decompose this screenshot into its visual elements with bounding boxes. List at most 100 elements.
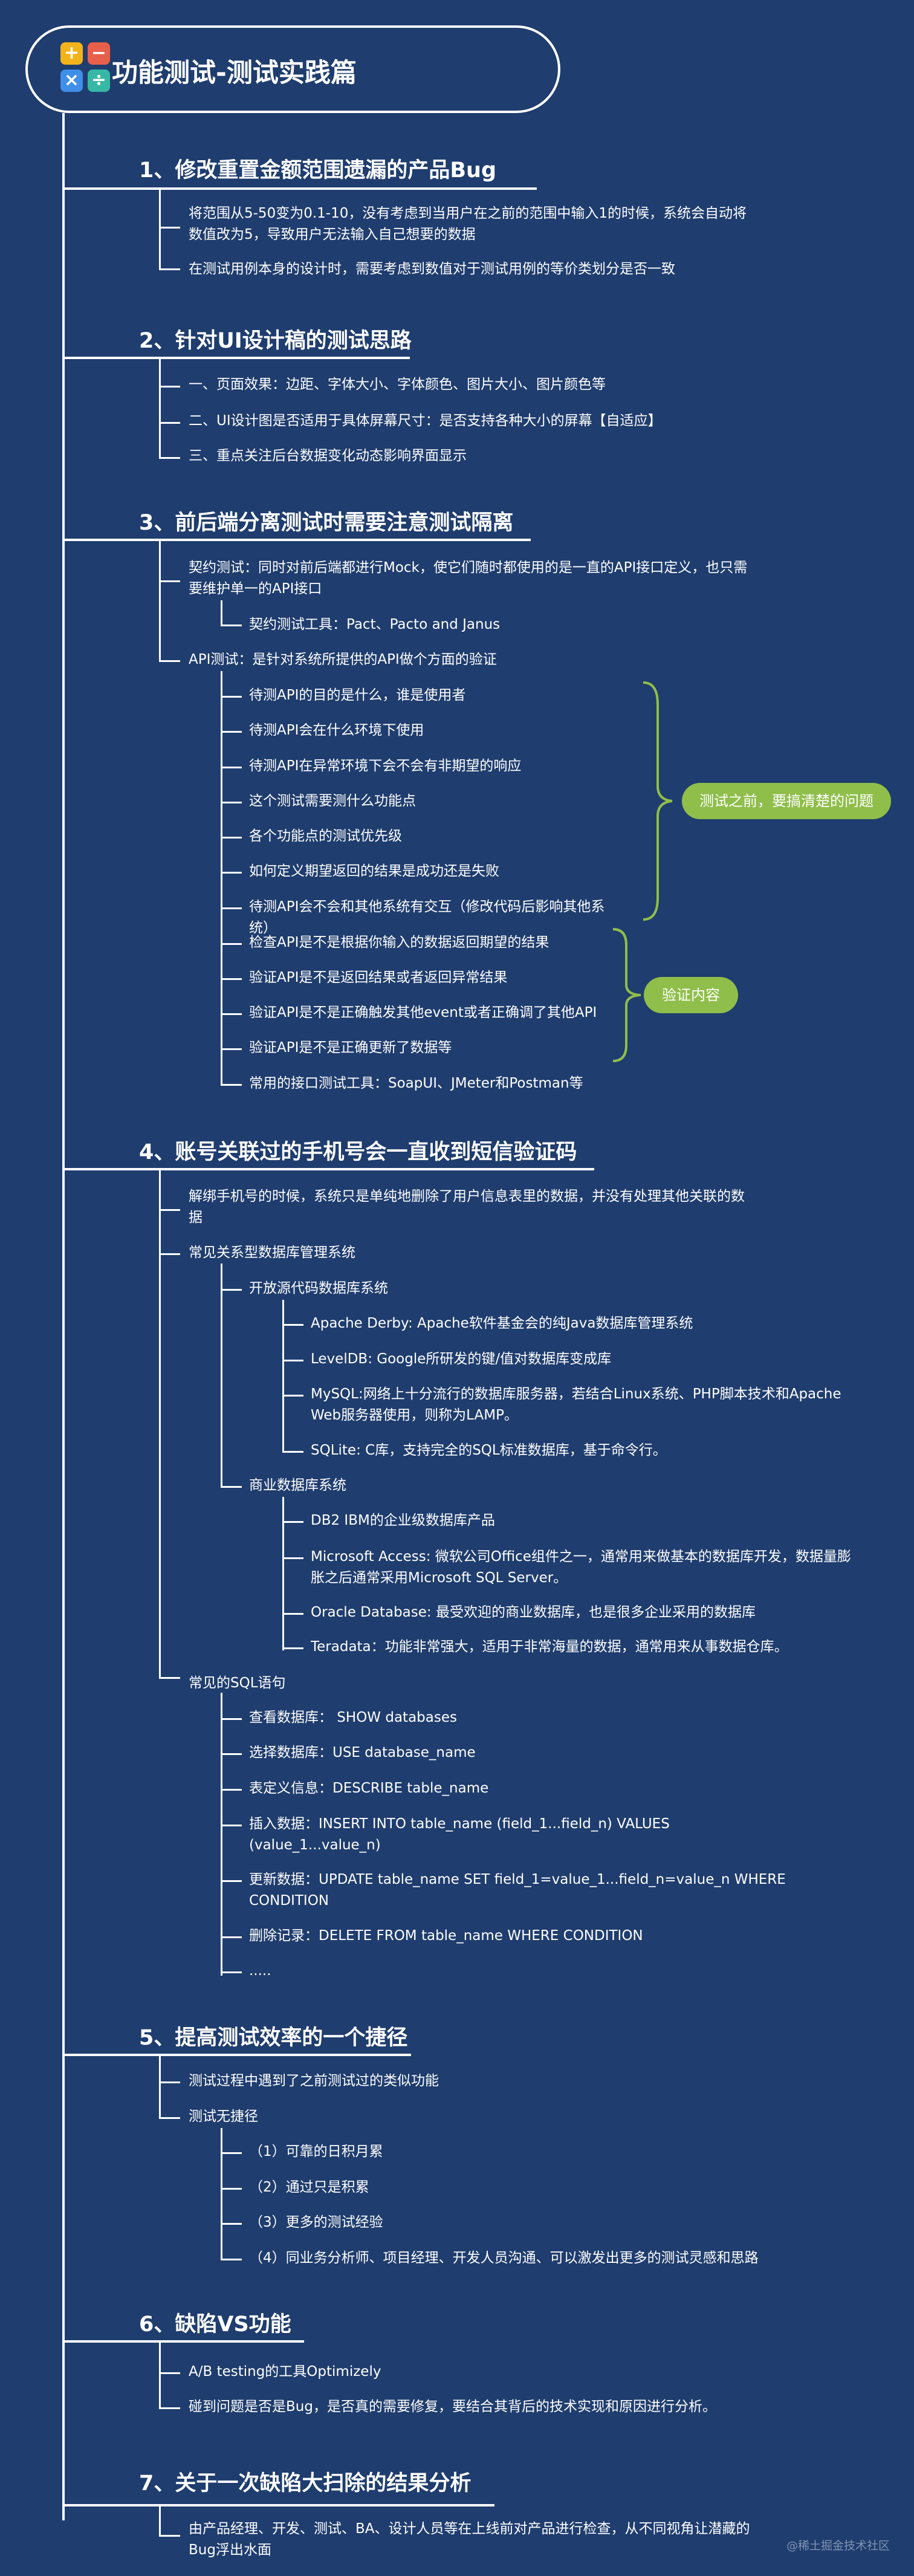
open-db-item-3-line <box>282 1395 303 1397</box>
section-1-item-2-line <box>159 268 180 270</box>
api-item-4: 这个测试需要测什么功能点 <box>249 793 416 809</box>
section-6-item-1-line <box>159 2372 180 2374</box>
section-4-db-vline <box>221 1264 222 1487</box>
section-3-api-line <box>159 660 180 662</box>
section-1-underline <box>86 187 537 190</box>
section-4-com-label: 商业数据库系统 <box>249 1478 346 1493</box>
api-item-4-line <box>221 802 242 803</box>
api-item-1-line <box>221 696 242 698</box>
api-item-8-line <box>221 943 242 945</box>
section-4-sql-label: 常见的SQL语句 <box>189 1675 286 1691</box>
efficiency-item-4-line <box>221 2259 242 2260</box>
section-3-title: 3、前后端分离测试时需要注意测试隔离 <box>139 511 514 535</box>
section-6-item-2: 碰到问题是否是Bug，是否真的需要修复，要结合其背后的技术实现和原因进行分析。 <box>189 2399 716 2415</box>
api-item-6: 如何定义期望返回的结果是成功还是失败 <box>249 863 499 879</box>
section-6-branch <box>62 2340 86 2343</box>
efficiency-item-2-line <box>221 2188 242 2190</box>
open-db-item-2-line <box>282 1360 303 1361</box>
section-4-vline <box>159 1170 161 1678</box>
section-5-underline <box>86 2054 411 2056</box>
api-item-7: 待测API会不会和其他系统有交互（修改代码后影响其他系统） <box>249 899 605 936</box>
main-trunk <box>62 113 65 2520</box>
section-2-vline <box>159 359 161 459</box>
sql-item-1-line <box>221 1718 242 1720</box>
api-item-8: 检查API是不是根据你输入的数据返回期望的结果 <box>249 935 549 950</box>
section-4-item-1-line <box>159 1209 180 1211</box>
api-item-12-line <box>221 1084 242 1086</box>
sql-item-3: 表定义信息：DESCRIBE table_name <box>249 1780 489 1796</box>
commercial-db-item-2-line <box>282 1557 303 1559</box>
api-item-9: 验证API是不是返回结果或者返回异常结果 <box>249 970 508 985</box>
section-7-underline <box>86 2504 494 2506</box>
section-4-open-vline <box>282 1300 284 1452</box>
api-item-11: 验证API是不是正确更新了数据等 <box>249 1040 452 1056</box>
section-4-underline <box>86 1168 594 1170</box>
section-3-contract-vline <box>221 600 222 626</box>
api-item-11-line <box>221 1048 242 1050</box>
section-3-underline <box>86 539 531 541</box>
section-6-item-1: A/B testing的工具Optimizely <box>189 2364 381 2380</box>
section-5-sub-vline <box>221 2128 222 2260</box>
section-5-title: 5、提高测试效率的一个捷径 <box>139 2026 408 2050</box>
section-2-title: 2、针对UI设计稿的测试思路 <box>139 329 412 353</box>
api-item-9-line <box>221 978 242 980</box>
section-2-item-1-line <box>159 386 180 388</box>
commercial-db-item-3: Oracle Database: 最受欢迎的商业数据库，也是很多企业采用的数据库 <box>311 1604 756 1620</box>
section-6-item-2-line <box>159 2407 180 2409</box>
sql-item-5: 更新数据：UPDATE table_name SET field_1=value… <box>249 1872 786 1909</box>
sql-item-7-line <box>221 1971 242 1973</box>
commercial-db-item-1: DB2 IBM的企业级数据库产品 <box>311 1513 495 1528</box>
section-3-api-vline <box>221 671 222 1085</box>
commercial-db-item-1-line <box>282 1521 303 1523</box>
bracket-2 <box>612 928 641 1062</box>
section-3-branch <box>62 539 86 541</box>
section-7-title: 7、关于一次缺陷大扫除的结果分析 <box>139 2471 472 2496</box>
root-title: 功能测试-测试实践篇 <box>112 58 357 88</box>
commercial-db-item-2: Microsoft Access: 微软公司Office组件之一，通常用来做基本… <box>311 1549 851 1586</box>
section-4-db-label: 常见关系型数据库管理系统 <box>189 1245 355 1260</box>
section-1-branch <box>62 187 86 190</box>
api-item-10-line <box>221 1013 242 1015</box>
section-1-title: 1、修改重置金额范围遗漏的产品Bug <box>139 158 497 183</box>
section-7-branch <box>62 2504 86 2506</box>
sql-item-3-line <box>221 1789 242 1791</box>
sql-item-2-line <box>221 1753 242 1755</box>
calculator-icon: + − × ÷ <box>60 42 111 93</box>
bracket-1-label: 测试之前，要搞清楚的问题 <box>682 783 891 819</box>
section-3-contract-tool-line <box>221 625 242 626</box>
api-item-6-line <box>221 872 242 874</box>
section-2-branch <box>62 357 86 359</box>
efficiency-item-3: （3）更多的测试经验 <box>249 2214 383 2230</box>
sql-item-6-line <box>221 1936 242 1938</box>
section-5-vline <box>159 2056 161 2118</box>
section-4-com-line <box>221 1486 242 1488</box>
root-node <box>25 25 560 113</box>
section-7-item-1: 由产品经理、开发、测试、BA、设计人员等在上线前对产品进行检查，从不同视角让潜藏… <box>189 2521 750 2558</box>
section-2-item-3-line <box>159 457 180 459</box>
sql-item-6: 删除记录：DELETE FROM table_name WHERE CONDIT… <box>249 1928 643 1944</box>
section-5-item-1: 测试过程中遇到了之前测试过的类似功能 <box>189 2073 439 2089</box>
sql-item-7: ..... <box>249 1963 271 1979</box>
section-4-item-1: 解绑手机号的时候，系统只是单纯地删除了用户信息表里的数据，并没有处理其他关联的数… <box>189 1189 745 1225</box>
section-2-item-1: 一、页面效果：边距、字体大小、字体颜色、图片大小、图片颜色等 <box>189 377 606 392</box>
section-4-com-vline <box>282 1497 284 1650</box>
api-item-2-line <box>221 731 242 733</box>
efficiency-item-4: （4）同业务分析师、项目经理、开发人员沟通、可以激发出更多的测试灵感和思路 <box>249 2250 759 2266</box>
efficiency-item-3-line <box>221 2223 242 2225</box>
section-2-item-2-line <box>159 422 180 424</box>
section-4-open-line <box>221 1289 242 1291</box>
section-6-vline <box>159 2343 161 2409</box>
api-item-12: 常用的接口测试工具：SoapUI、JMeter和Postman等 <box>249 1075 583 1091</box>
section-1-item-1: 将范围从5-50变为0.1-10，没有考虑到当用户在之前的范围中输入1的时候，系… <box>189 206 747 242</box>
section-4-open-label: 开放源代码数据库系统 <box>249 1280 388 1296</box>
section-5-item-2: 测试无捷径 <box>189 2109 258 2124</box>
bracket-1 <box>643 681 673 921</box>
commercial-db-item-4: Teradata：功能非常强大，适用于非常海量的数据，通常用来从事数据仓库。 <box>311 1639 788 1655</box>
section-3-contract-tool: 契约测试工具：Pact、Pacto and Janus <box>249 617 501 632</box>
section-5-branch <box>62 2054 86 2056</box>
commercial-db-item-4-line <box>282 1647 303 1649</box>
open-db-item-2: LevelDB: Google所研发的键/值对数据库变成库 <box>311 1351 612 1367</box>
open-db-item-1-line <box>282 1324 303 1326</box>
section-1-vline <box>159 190 161 270</box>
